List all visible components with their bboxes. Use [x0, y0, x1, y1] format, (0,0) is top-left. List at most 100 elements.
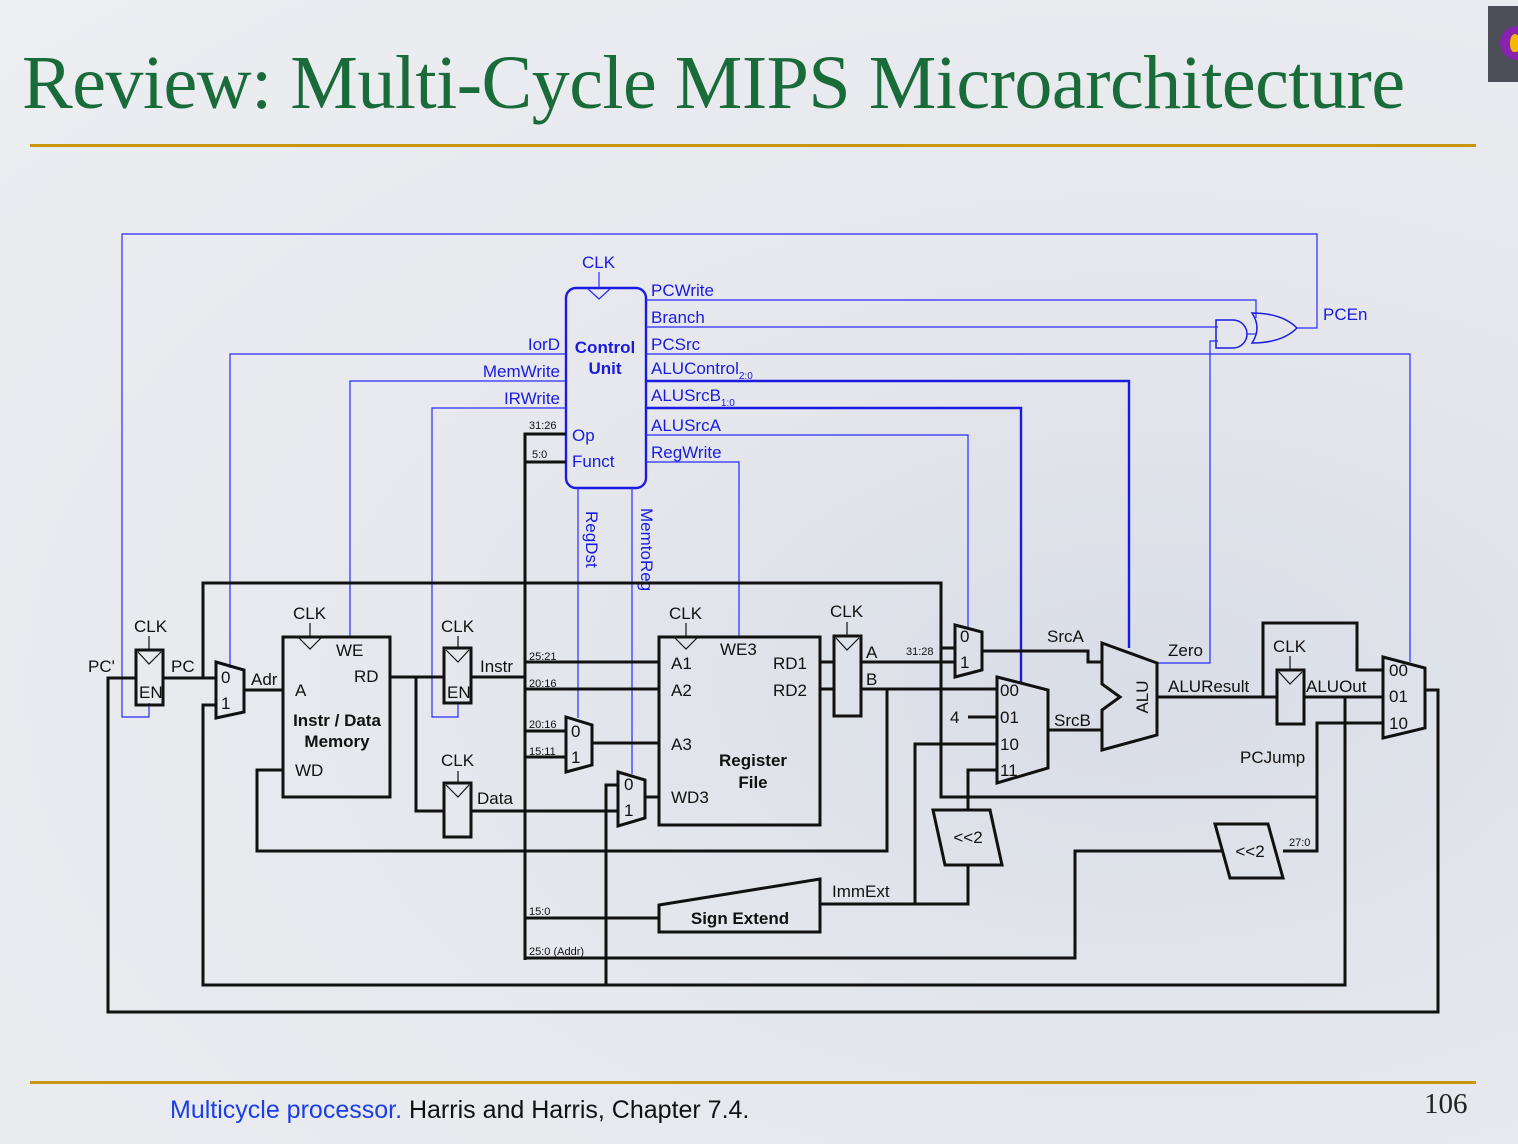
pc-register: CLK EN PC' PC	[88, 617, 195, 707]
and-gate-icon	[1215, 319, 1248, 349]
footer-text: Harris and Harris, Chapter 7.4.	[402, 1096, 750, 1124]
aluresult-label: ALUResult	[1168, 677, 1250, 696]
diagram-label: A	[866, 643, 878, 662]
en-label: EN	[447, 683, 471, 702]
memwrite-label: MemWrite	[483, 362, 560, 381]
srca-label: SrcA	[1047, 627, 1085, 646]
page-number: 106	[1424, 1088, 1468, 1120]
slide-title: Review: Multi-Cycle MIPS Microarchitectu…	[22, 41, 1405, 125]
instr-label: Instr	[480, 657, 513, 676]
control-signals: IorD MemWrite IRWrite PCWrite Branch PCS…	[121, 233, 1411, 774]
pcen-label: PCEn	[1323, 305, 1367, 324]
diagram-label: 20:16	[529, 719, 557, 731]
alusrca-label: ALUSrcA	[651, 416, 722, 435]
funct-label: Funct	[572, 452, 615, 471]
diagram-label: 00	[1389, 661, 1408, 680]
clk-label: CLK	[1273, 637, 1307, 656]
control-unit: CLK Control Unit Op Funct	[564, 253, 648, 490]
constant-four: 4	[950, 708, 959, 727]
datapath-wires	[106, 432, 1440, 1014]
register-file: CLK WE3 A1 A2 A3 WD3 RD1 RD2 Register Fi…	[657, 604, 822, 827]
diagram-label: 0	[960, 627, 969, 646]
data-register: CLK Data	[441, 751, 513, 839]
memtoreg-label: MemtoReg	[637, 508, 656, 591]
alusrcb-label: ALUSrcB1:0	[651, 386, 735, 409]
clk-label: CLK	[669, 604, 703, 623]
control-unit-label: Control	[575, 338, 635, 357]
pcsrc-mux: 00 01 10	[1381, 655, 1427, 740]
op-label: Op	[572, 426, 595, 445]
diagram-label: 1	[960, 653, 969, 672]
srcb-label: SrcB	[1054, 711, 1091, 730]
pc-prime-label: PC'	[88, 657, 115, 676]
diagram-label: 00	[1000, 681, 1019, 700]
memory-title: Instr / Data	[293, 711, 381, 730]
diagram-label: 20:16	[529, 678, 557, 690]
diagram-label: RD2	[773, 681, 807, 700]
clk-label: CLK	[134, 617, 168, 636]
rd-label: RD	[354, 667, 379, 686]
irwrite-label: IRWrite	[504, 389, 560, 408]
diagram-label: WE3	[720, 640, 757, 659]
diagram-label: 11	[1000, 761, 1018, 780]
clk-label: CLK	[441, 617, 475, 636]
diagram-label: WD3	[671, 788, 709, 807]
clk-label: CLK	[582, 253, 616, 272]
alusrca-mux: 0 1 SrcA	[953, 623, 1085, 679]
memtoreg-mux: 0 1	[616, 769, 647, 829]
diagram-label: 0	[624, 775, 633, 794]
diagram-label: 25:21	[529, 651, 557, 663]
shift-left-2: <<2	[931, 808, 1004, 867]
branch-label: Branch	[651, 308, 705, 327]
pc-label: PC	[171, 657, 195, 676]
clk-label: CLK	[441, 751, 475, 770]
immext-label: ImmExt	[832, 882, 890, 901]
title-rule	[30, 144, 1476, 147]
diagram-label: 1	[624, 801, 633, 820]
diagram-label: 15:0	[529, 906, 550, 918]
logo-icon	[1488, 6, 1518, 82]
mux-input-1: 1	[221, 694, 230, 713]
diagram-label: ALU	[1133, 680, 1152, 713]
pcwrite-label: PCWrite	[651, 281, 714, 300]
footer-rule	[30, 1081, 1476, 1084]
diagram-label: 10	[1389, 714, 1408, 733]
diagram-label: 25:0 (Addr)	[529, 946, 584, 958]
diagram-label: 1	[571, 748, 580, 767]
control-unit-label-2: Unit	[588, 359, 621, 378]
diagram-label: 01	[1389, 687, 1408, 706]
or-gate-icon	[1250, 312, 1299, 344]
diagram-label: File	[738, 773, 767, 792]
clk-label: CLK	[293, 604, 327, 623]
diagram-label: A3	[671, 735, 692, 754]
diagram-label: Register	[719, 751, 787, 770]
instr-register: CLK EN Instr	[441, 617, 513, 705]
diagram-label: B	[866, 670, 877, 689]
diagram-label: RD1	[773, 654, 807, 673]
pcjump-label: PCJump	[1240, 748, 1305, 767]
diagram-label: 31:28	[906, 646, 934, 658]
diagram-label: <<2	[953, 828, 982, 847]
shift-left-2-jump: <<2	[1213, 822, 1285, 880]
diagram-label: <<2	[1235, 842, 1264, 861]
a-label: A	[295, 681, 307, 700]
diagram-label: 10	[1000, 735, 1019, 754]
data-label: Data	[477, 789, 513, 808]
regwrite-label: RegWrite	[651, 443, 722, 462]
adr-label: Adr	[251, 670, 278, 689]
diagram-label: 0	[571, 722, 580, 741]
diagram-label: 27:0	[1289, 837, 1310, 849]
footer-link[interactable]: Multicycle processor.	[170, 1096, 403, 1124]
pcsrc-label: PCSrc	[651, 335, 701, 354]
iord-mux: 0 1 Adr	[214, 660, 278, 720]
mux-input-0: 0	[221, 668, 230, 687]
regdst-label: RegDst	[582, 511, 601, 568]
alusrcb-mux: 00 01 10 11 4 SrcB	[950, 675, 1091, 786]
sign-extend: Sign Extend ImmExt	[657, 877, 890, 934]
diagram-label: Sign Extend	[691, 909, 789, 928]
wd-label: WD	[295, 761, 323, 780]
iord-label: IorD	[528, 335, 560, 354]
en-label: EN	[139, 683, 163, 702]
ab-register: CLK A B	[830, 602, 878, 718]
aluout-register: CLK ALUOut PCJump	[1240, 637, 1367, 767]
